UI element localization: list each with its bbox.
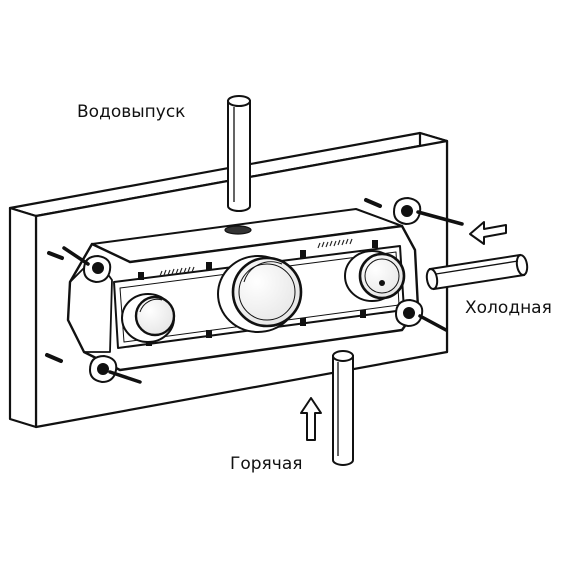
hot-inlet-pipe — [332, 350, 354, 466]
center-knob-icon — [217, 255, 303, 333]
wall-panel-left-face — [8, 206, 38, 429]
screw-top-right — [416, 210, 464, 226]
screw-mark — [364, 198, 382, 208]
bracket-bottom-left — [88, 354, 118, 384]
outlet-pipe — [227, 95, 251, 212]
screw-bottom-right — [418, 314, 448, 332]
mounting-brackets — [82, 196, 424, 384]
screw-bottom-left — [108, 370, 142, 384]
arrow-up-outline-icon — [300, 397, 322, 441]
bracket-top-right — [392, 196, 422, 226]
bracket-top-left — [82, 254, 112, 284]
outlet-hole — [224, 225, 252, 235]
hot-water-label: Горячая — [230, 454, 303, 474]
screws — [62, 210, 464, 384]
screw-top-left — [62, 246, 90, 266]
right-knob-icon — [344, 250, 406, 302]
cold-water-label: Холодная — [465, 298, 552, 318]
screw-mark — [45, 353, 63, 363]
screw-mark — [47, 251, 64, 260]
housing-hatch — [159, 238, 353, 277]
cold-inlet-pipe — [425, 253, 529, 291]
left-knob-icon — [121, 293, 176, 343]
arrow-left-outline-icon — [469, 221, 507, 245]
bracket-bottom-right — [394, 298, 424, 328]
outlet-label: Водовыпуск — [77, 102, 186, 122]
